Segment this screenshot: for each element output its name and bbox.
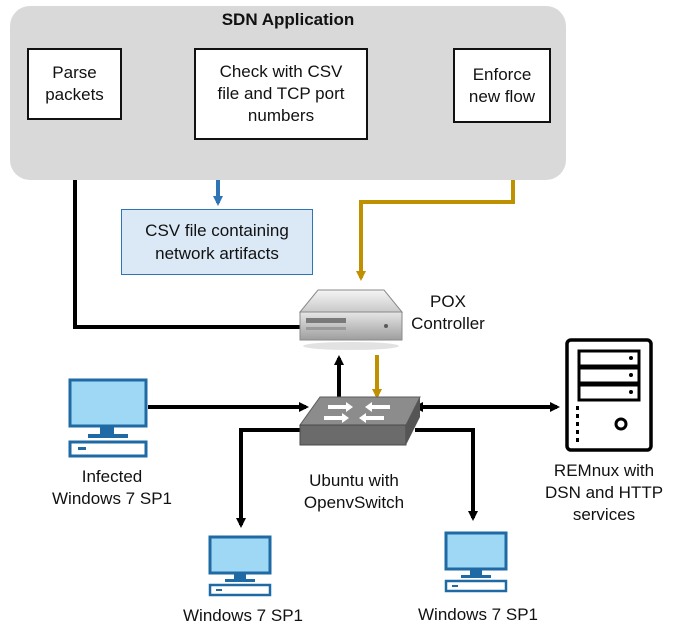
arrow-switch-to-win-left	[236, 428, 300, 528]
desktop-computer-icon	[444, 531, 508, 593]
arrow-pox-to-parse	[70, 117, 300, 329]
enforce-flow-label: Enforce new flow	[468, 64, 536, 106]
csv-file-label: CSV file containing network artifacts	[145, 221, 289, 263]
desktop-computer-icon	[208, 535, 272, 597]
csv-file-box: CSV file containing network artifacts	[121, 209, 313, 275]
check-csv-box: Check with CSV file and TCP port numbers	[194, 48, 368, 140]
windows-left-label: Windows 7 SP1	[183, 606, 303, 625]
panel-title: SDN Application	[221, 10, 355, 29]
check-csv-label: Check with CSV file and TCP port numbers	[217, 62, 345, 125]
enforce-flow-box: Enforce new flow	[453, 48, 551, 123]
remnux-label: REMnux with DSN and HTTP services	[544, 461, 664, 524]
server-tower-icon	[565, 338, 653, 452]
arrow-switch-to-win-right	[415, 428, 478, 521]
ubuntu-openvswitch-label: Ubuntu with OpenvSwitch	[303, 471, 405, 512]
parse-packets-box: Parse packets	[27, 48, 122, 120]
server-icon	[298, 289, 404, 350]
desktop-computer-icon	[68, 378, 148, 458]
windows-right-label: Windows 7 SP1	[418, 605, 538, 624]
parse-packets-label: Parse packets	[45, 63, 104, 104]
pox-controller-label: POX Controller	[411, 292, 485, 333]
infected-windows-label: Infected Windows 7 SP1	[52, 467, 172, 508]
network-switch-icon	[299, 396, 421, 446]
